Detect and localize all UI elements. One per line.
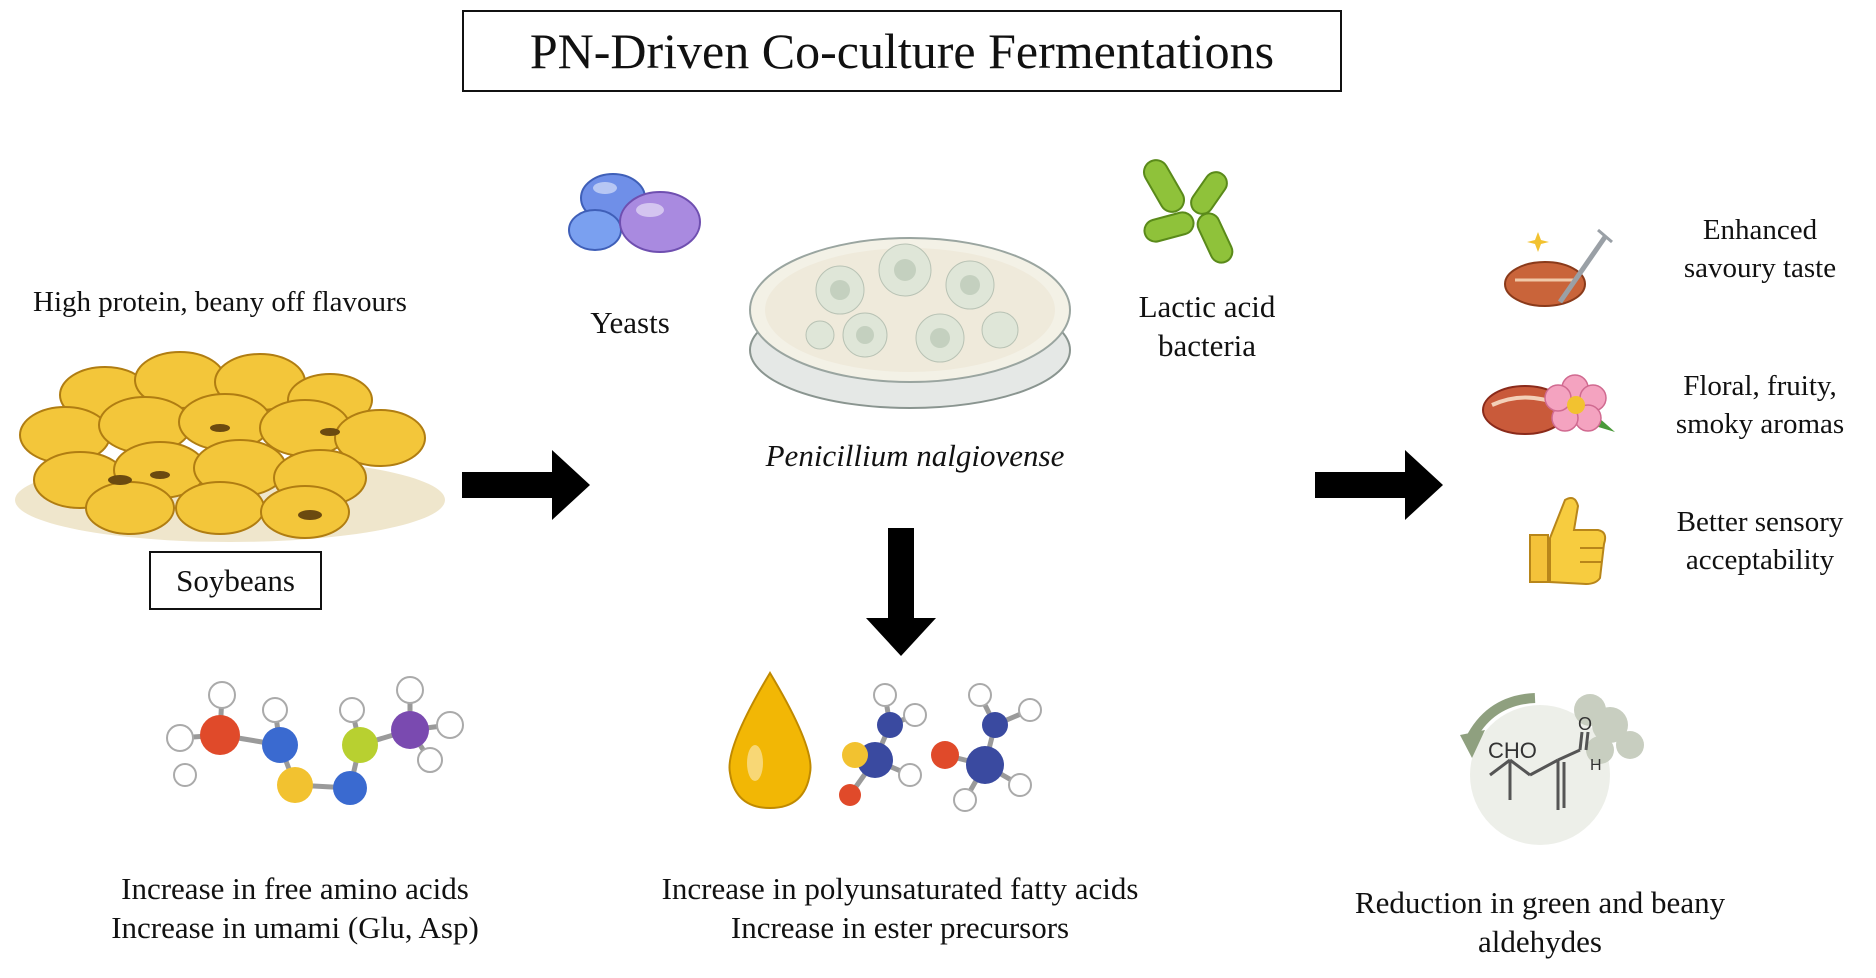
lab-label: Lactic acid bacteria [1138,289,1276,363]
outcome-1-text: Enhanced savoury taste [1683,214,1837,284]
meat-fork-icon [1504,228,1613,307]
outcome-2-text: Floral, fruity, smoky aromas [1675,370,1845,440]
oxygen-label: O [1578,714,1592,734]
thumbs-up-icon [1529,497,1607,586]
hydrogen-label: H [1590,757,1602,774]
cho-label: CHO [1488,738,1537,763]
soybean-caption: High protein, beany off flavours [33,286,407,318]
penicillium-label: Penicillium nalgiovense [765,438,1065,473]
amino-acids-text: Increase in free amino acids Increase in… [111,871,479,945]
arrow-right-icon [462,450,590,520]
outcome-3-text: Better sensory acceptability [1676,506,1844,576]
yeasts-label: Yeasts [590,305,670,340]
soybeans-label: Soybeans [149,551,322,610]
diagram-title: PN-Driven Co-culture Fermentations [462,10,1342,92]
oil-drop-icon [728,671,812,810]
meat-flower-icon [1482,374,1615,435]
ester-molecule-illustration [839,683,1042,812]
bacteria-icon [1143,159,1234,264]
yeast-cells-icon [568,173,701,253]
soybeans-illustration [15,351,445,542]
arrow-down-icon [866,528,936,656]
aldehydes-text: Reduction in green and beany aldehydes [1354,885,1726,959]
amino-acid-molecule-illustration [166,676,464,805]
petri-dish-illustration [749,237,1071,409]
arrow-right-icon-2 [1315,450,1443,520]
aldehyde-reduction-illustration: CHO O H [1460,693,1644,845]
fatty-acids-text: Increase in polyunsaturated fatty acids … [661,871,1139,945]
